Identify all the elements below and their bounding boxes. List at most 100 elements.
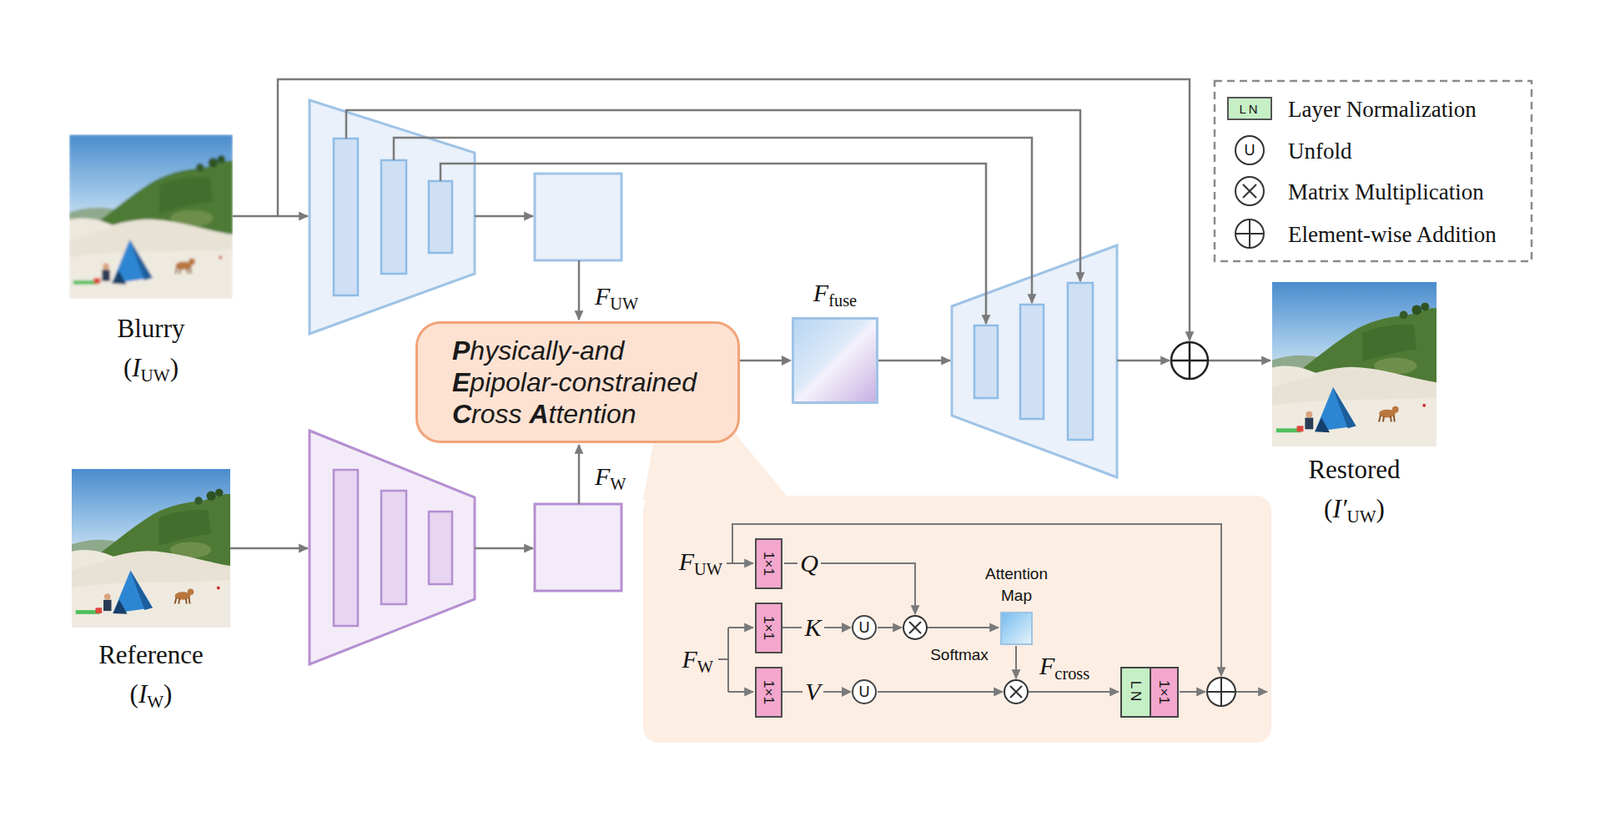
- figure-span: ): [1376, 493, 1385, 524]
- figure-path: [1027, 690, 1119, 693]
- addition-symbol: [1171, 342, 1208, 379]
- figure-path: [1207, 677, 1236, 706]
- figure-span: F: [1039, 651, 1055, 680]
- figure-span: I: [131, 352, 141, 383]
- legend-text: Matrix Multiplication: [1288, 181, 1485, 204]
- conv-label: 1×1: [761, 551, 776, 576]
- encoder-w: [309, 430, 622, 665]
- figure-rect: [1020, 304, 1044, 419]
- figure-path: [578, 444, 581, 504]
- arrow-head: [841, 622, 852, 633]
- figure-rect: [428, 181, 453, 253]
- figure-path: [1116, 359, 1170, 363]
- feature-label: FUW: [679, 548, 723, 574]
- figure-path: [1242, 184, 1257, 198]
- image-caption: Blurry(IUW): [19, 308, 283, 391]
- connector-line: [739, 359, 784, 363]
- conv-label: 1×1: [761, 615, 776, 640]
- conv-1x1-box: 1×1: [754, 602, 783, 654]
- figure-circle: [1235, 135, 1264, 165]
- figure-path: [718, 627, 729, 692]
- decoder: [951, 245, 1117, 478]
- figure-use: [69, 135, 233, 299]
- figure-span: F: [594, 462, 610, 490]
- image-symbol: (IUW): [19, 347, 283, 391]
- image-title: Restored: [1222, 449, 1487, 489]
- conv-half: 1×1: [1149, 668, 1178, 716]
- figure-circle: [1004, 679, 1028, 704]
- image-panel: Blurry(IUW): [69, 134, 233, 299]
- figure-span: W: [146, 691, 164, 712]
- figure-span: W: [609, 474, 626, 494]
- edge-label: V: [802, 679, 823, 705]
- figure-path: [878, 359, 951, 363]
- detail-panel: [643, 432, 1272, 743]
- figure-rect: [534, 503, 622, 591]
- layernorm-label: LN: [1128, 680, 1143, 705]
- figure-span: UW: [694, 559, 723, 579]
- figure-span: V: [805, 677, 821, 705]
- figure-span: (: [123, 352, 132, 383]
- figure-span: ): [170, 352, 179, 383]
- legend-text: Unfold: [1288, 140, 1353, 163]
- figure-span: cross: [1054, 664, 1090, 683]
- unfold-label: U: [859, 619, 871, 635]
- figure-path: [728, 626, 754, 629]
- figure-path: [346, 110, 1081, 282]
- edge-label: K: [801, 614, 824, 640]
- legend-box: [1214, 80, 1532, 262]
- figure-span: P: [452, 335, 470, 366]
- arrow-head: [841, 686, 852, 697]
- figure-path: [393, 137, 1032, 303]
- figure-span: UW: [609, 294, 639, 313]
- image-title: Reference: [21, 634, 281, 675]
- image-caption: Restored(I′UW): [1222, 449, 1487, 532]
- attention-map-title: Attention Map: [975, 563, 1059, 607]
- figure-rect: [643, 495, 1272, 743]
- figure-rect: [974, 325, 998, 398]
- conv-label: 1×1: [1157, 679, 1172, 705]
- figure-circle: [1207, 677, 1236, 706]
- figure-rect: [1067, 282, 1093, 440]
- layernorm-half: LN: [1122, 668, 1150, 716]
- arrow-head: [781, 355, 792, 366]
- figure-span: UW: [1346, 506, 1376, 527]
- feature-label: Ffuse: [813, 280, 857, 306]
- feature-label: Fcross: [1039, 653, 1090, 679]
- input-image-reference: [71, 468, 231, 628]
- figure-span: E: [452, 367, 470, 398]
- figure-path: [732, 523, 1222, 676]
- figure-span: I′: [1332, 493, 1347, 524]
- image-symbol: (IW): [21, 674, 281, 717]
- figure-path: [474, 215, 534, 218]
- encoder-uw: [309, 100, 622, 334]
- detail-wires: [718, 523, 1268, 692]
- figure-rect: [428, 511, 453, 584]
- operation-label: Softmax: [930, 646, 989, 663]
- figure-path: [230, 547, 308, 550]
- unfold-circle: U: [851, 679, 877, 705]
- figure-path: [1235, 219, 1264, 248]
- figure-path: [578, 260, 581, 320]
- figure-path: [877, 626, 902, 629]
- figure-path: [726, 562, 754, 564]
- figure-path: [1235, 690, 1268, 693]
- unfold-label: U: [859, 684, 871, 700]
- figure-rect: [381, 160, 407, 274]
- figure-polygon: [951, 245, 1117, 478]
- figure-path: [1015, 645, 1017, 679]
- image-panel: Reference(IW): [71, 466, 231, 630]
- figure-span: Q: [800, 548, 819, 577]
- figure-rect: [333, 469, 358, 626]
- fused-feature-box: Ffuse: [791, 316, 879, 404]
- conv-label: 1×1: [761, 679, 776, 705]
- legend-text: Layer Normalization: [1288, 98, 1477, 121]
- feature-label: FW: [594, 463, 627, 489]
- attention-module: Physically-and Epipolar-constrained Cros…: [415, 321, 740, 443]
- figure-path: [1179, 690, 1206, 693]
- module-title: Physically-and Epipolar-constrained Cros…: [452, 334, 697, 430]
- figure-path: [728, 690, 754, 693]
- image-symbol: (I′UW): [1222, 488, 1487, 532]
